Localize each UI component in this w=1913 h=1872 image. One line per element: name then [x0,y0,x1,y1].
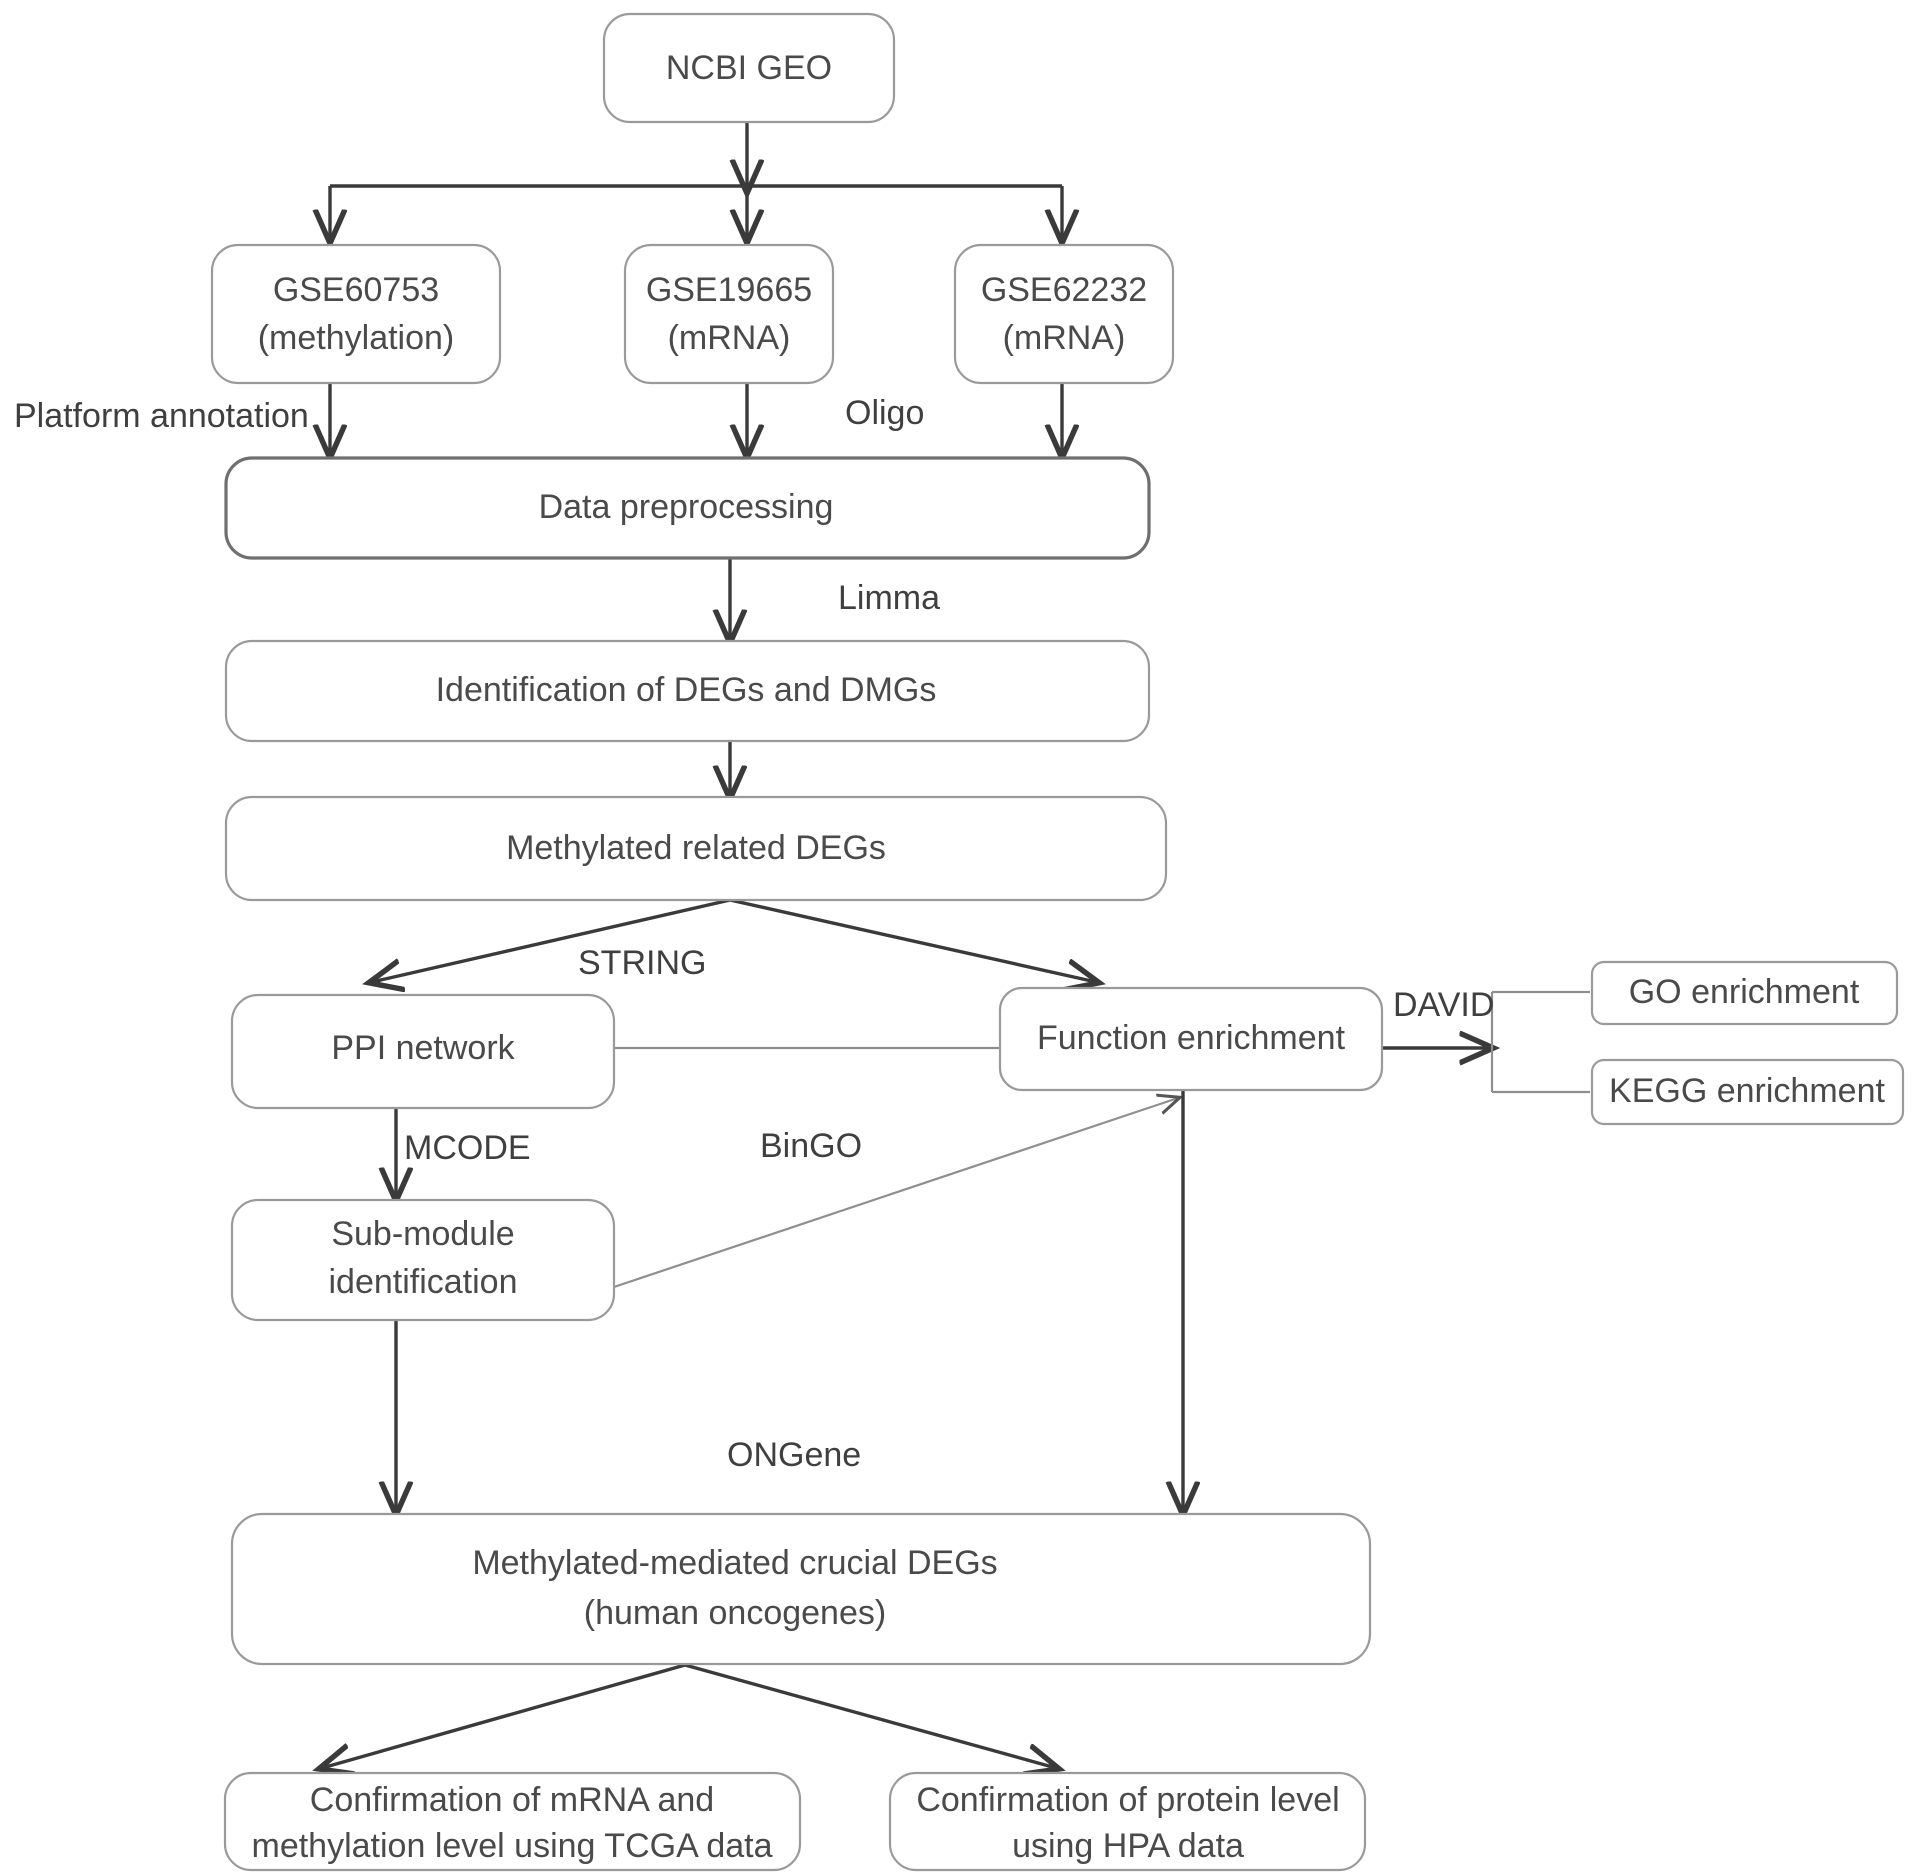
node-submodule-identification-label-line2: identification [328,1263,517,1301]
node-data-preprocessing-box[interactable] [224,456,1151,560]
edge-label-platform-annotation: Platform annotation [14,397,309,435]
edge-submodule-to-function [613,1098,1178,1289]
node-gse62232-box[interactable] [953,243,1175,385]
node-function-enrichment[interactable]: Function enrichment [998,986,1384,1092]
node-identification-label: Identification of DEGs and DMGs [436,671,937,709]
edge-label-limma: Limma [838,579,940,617]
node-ncbi-geo[interactable]: NCBI GEO [602,12,896,124]
node-methylated-related-degs-label: Methylated related DEGs [506,829,886,867]
edge-label-david: DAVID [1393,986,1494,1024]
edge-label-mcode: MCODE [404,1129,531,1167]
node-data-preprocessing[interactable]: Data preprocessing [224,456,1151,560]
node-gse62232-label-line2: (mRNA) [1003,319,1126,357]
node-identification-box[interactable] [224,639,1151,743]
node-crucial-degs-label-line1: Methylated-mediated crucial DEGs [472,1544,997,1582]
node-confirm-protein[interactable]: Confirmation of protein level using HPA … [888,1771,1367,1872]
edge-datasets-to-preprocessing [330,383,1062,455]
node-confirm-protein-label-line1: Confirmation of protein level [916,1781,1339,1819]
edge-label-oligo: Oligo [845,394,924,432]
edge-geo-to-bus [330,122,1062,240]
node-gse62232[interactable]: GSE62232 (mRNA) [953,243,1175,385]
node-go-enrichment[interactable]: GO enrichment [1590,960,1899,1026]
node-gse19665-box[interactable] [623,243,835,385]
edge-function-to-david [1382,990,1590,1094]
node-confirm-mrna[interactable]: Confirmation of mRNA and methylation lev… [223,1771,802,1872]
edge-label-string: STRING [578,944,706,982]
edge-label-ongene: ONGene [727,1436,861,1474]
node-gse60753[interactable]: GSE60753 (methylation) [210,243,502,385]
node-confirm-mrna-box[interactable] [223,1771,802,1872]
edge-label-bingo: BinGO [760,1127,862,1165]
node-crucial-degs-label-line2: (human oncogenes) [584,1594,886,1632]
node-kegg-enrichment[interactable]: KEGG enrichment [1590,1058,1905,1126]
node-confirm-mrna-label-line2: methylation level using TCGA data [252,1827,773,1865]
node-data-preprocessing-label: Data preprocessing [539,488,834,526]
node-submodule-identification-box[interactable] [230,1198,616,1322]
node-submodule-identification[interactable]: Sub-module identification [230,1198,616,1322]
node-gse60753-box[interactable] [210,243,502,385]
node-gse60753-label-line1: GSE60753 [273,271,439,309]
node-function-enrichment-box[interactable] [998,986,1384,1092]
edge-methylated-to-branches [372,898,1096,982]
edge-crucial-to-confirmations [322,1663,1056,1768]
node-kegg-enrichment-box[interactable] [1590,1058,1905,1126]
node-gse19665[interactable]: GSE19665 (mRNA) [623,243,835,385]
node-go-enrichment-box[interactable] [1590,960,1899,1026]
node-crucial-degs-box[interactable] [230,1512,1372,1666]
node-gse60753-label-line2: (methylation) [258,319,455,357]
node-confirm-mrna-label-line1: Confirmation of mRNA and [310,1781,714,1819]
node-ppi-network[interactable]: PPI network [230,993,616,1110]
node-identification[interactable]: Identification of DEGs and DMGs [224,639,1151,743]
node-ppi-network-box[interactable] [230,993,616,1110]
node-methylated-related-degs-box[interactable] [224,795,1168,902]
node-confirm-protein-label-line2: using HPA data [1012,1827,1244,1865]
node-methylated-related-degs[interactable]: Methylated related DEGs [224,795,1168,902]
node-crucial-degs[interactable]: Methylated-mediated crucial DEGs (human … [230,1512,1372,1666]
node-go-enrichment-label: GO enrichment [1629,973,1860,1011]
node-gse62232-label-line1: GSE62232 [981,271,1147,309]
node-gse19665-label-line2: (mRNA) [668,319,791,357]
node-kegg-enrichment-label: KEGG enrichment [1609,1072,1885,1110]
node-ppi-network-label: PPI network [331,1029,515,1067]
node-ncbi-geo-box[interactable] [602,12,896,124]
node-submodule-identification-label-line1: Sub-module [331,1215,514,1253]
node-function-enrichment-label: Function enrichment [1037,1019,1346,1057]
node-ncbi-geo-label: NCBI GEO [666,49,832,87]
node-gse19665-label-line1: GSE19665 [646,271,812,309]
node-confirm-protein-box[interactable] [888,1771,1367,1872]
